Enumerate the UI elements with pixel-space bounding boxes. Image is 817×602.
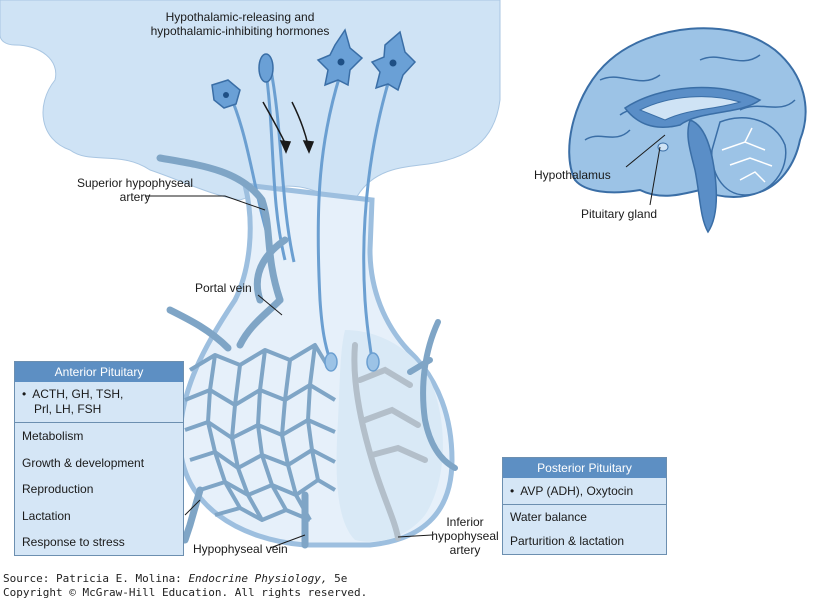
superior-artery-label: Superior hypophyseal artery bbox=[60, 176, 210, 204]
inferior-label-line2: hypophyseal bbox=[431, 529, 499, 543]
anterior-function: Reproduction bbox=[22, 482, 94, 496]
copyright-line: Copyright © McGraw-Hill Education. All r… bbox=[3, 586, 368, 599]
hypophyseal-veins bbox=[181, 486, 309, 549]
source-line: Source: Patricia E. Molina: Endocrine Ph… bbox=[3, 572, 347, 585]
pituitary-gland-label: Pituitary gland bbox=[581, 207, 658, 221]
source-title: Endocrine Physiology, bbox=[188, 572, 328, 585]
brain-inset bbox=[568, 27, 807, 234]
anterior-pituitary-title: Anterior Pituitary bbox=[15, 362, 183, 382]
posterior-function: Parturition & lactation bbox=[510, 534, 625, 548]
superior-label-line2: artery bbox=[119, 190, 151, 204]
flow-arrows bbox=[262, 101, 315, 154]
inferior-label-line3: artery bbox=[449, 543, 481, 557]
anterior-function: Growth & development bbox=[22, 455, 145, 470]
hypothalamus-label: Hypothalamus bbox=[534, 168, 611, 182]
leader-lines bbox=[145, 134, 666, 549]
hormones-label: Hypothalamic-releasing and hypothalamic-… bbox=[120, 10, 360, 38]
anterior-hormones: ACTH, GH, TSH, Prl, LH, FSH bbox=[15, 382, 183, 423]
inferior-label-line1: Inferior bbox=[446, 515, 484, 529]
hormones-label-line1: Hypothalamic-releasing and bbox=[165, 10, 315, 24]
posterior-hormones: AVP (ADH), Oxytocin bbox=[503, 478, 666, 505]
hypophyseal-vein-label: Hypophyseal vein bbox=[193, 542, 288, 556]
anterior-function: Lactation bbox=[22, 508, 71, 523]
posterior-vessels bbox=[351, 342, 428, 541]
source-suffix: 5e bbox=[327, 572, 348, 585]
posterior-pituitary-box: Posterior Pituitary AVP (ADH), Oxytocin … bbox=[502, 457, 667, 555]
posterior-artery bbox=[407, 319, 458, 471]
anterior-hormones-line2: Prl, LH, FSH bbox=[34, 402, 102, 416]
anterior-hormones-line1: ACTH, GH, TSH, bbox=[22, 387, 183, 402]
posterior-pituitary-title: Posterior Pituitary bbox=[503, 458, 666, 478]
anterior-pituitary-box: Anterior Pituitary ACTH, GH, TSH, Prl, L… bbox=[14, 361, 184, 556]
portal-vein-label: Portal vein bbox=[195, 281, 252, 295]
inferior-artery-label: Inferior hypophyseal artery bbox=[420, 515, 510, 557]
superior-label-line1: Superior hypophyseal bbox=[76, 176, 194, 190]
posterior-function: Water balance bbox=[510, 510, 587, 524]
capillary-network bbox=[184, 343, 337, 522]
posterior-lobe bbox=[336, 330, 443, 542]
source-prefix: Source: Patricia E. Molina: bbox=[3, 572, 189, 585]
anterior-function: Metabolism bbox=[22, 429, 84, 443]
portal-vessels bbox=[156, 154, 289, 352]
anterior-function: Response to stress bbox=[22, 535, 125, 549]
hormones-label-line2: hypothalamic-inhibiting hormones bbox=[150, 24, 330, 38]
hypothalamus-tissue bbox=[0, 0, 501, 217]
